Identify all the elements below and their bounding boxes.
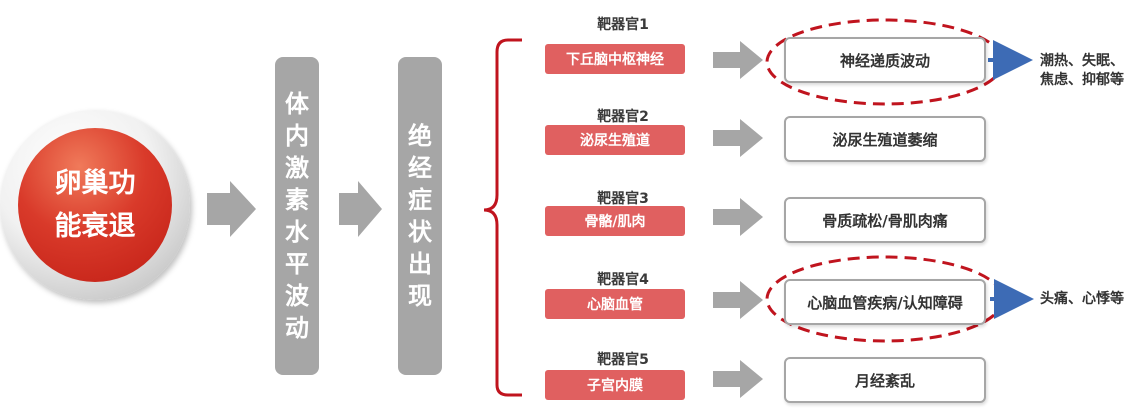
organ-title: 靶器官1 <box>597 17 649 33</box>
stage2-char: 症 <box>408 186 432 214</box>
stage2-char: 绝 <box>408 122 432 150</box>
arrow-gray-icon <box>713 281 763 319</box>
result-box: 神经递质波动 <box>784 37 986 83</box>
arrow-gray-icon <box>339 181 382 237</box>
organ-label: 骨骼/肌肉 <box>545 206 685 236</box>
source-label-line1: 卵巢功 <box>54 168 136 199</box>
organ-title: 靶器官3 <box>597 191 649 207</box>
stage1-char: 内 <box>285 122 309 150</box>
stage-hormone-fluctuation: 体 内 激 素 水 平 波 动 <box>275 57 319 375</box>
symptom-line: 焦虑、抑郁等 <box>1040 72 1124 88</box>
result-box: 月经紊乱 <box>784 357 986 403</box>
stage1-char: 水 <box>285 218 309 246</box>
organ-label: 泌尿生殖道 <box>545 125 685 155</box>
stage1-char: 平 <box>285 250 309 278</box>
source-circle-inner: 卵巢功 能衰退 <box>18 128 172 282</box>
stage2-char: 出 <box>408 250 432 278</box>
symptom-line: 头痛、心悸等 <box>1040 291 1124 307</box>
arrow-gray-icon <box>713 198 763 236</box>
arrow-gray-icon <box>207 181 256 237</box>
arrow-gray-icon <box>713 41 763 79</box>
arrow-gray-icon <box>713 360 763 398</box>
arrow-gray-icon <box>713 119 763 157</box>
organ-title: 靶器官2 <box>597 109 649 125</box>
symptom-text-organ1: 潮热、失眠、 焦虑、抑郁等 <box>1040 52 1124 90</box>
bracket-icon <box>483 38 522 397</box>
result-box: 心脑血管疾病/认知障碍 <box>784 279 986 325</box>
result-box: 骨质疏松/骨肌肉痛 <box>784 197 986 243</box>
source-label-line2: 能衰退 <box>54 211 136 242</box>
stage2-char: 状 <box>408 218 432 246</box>
stage1-char: 动 <box>285 314 309 342</box>
stage1-char: 激 <box>285 154 309 182</box>
stage2-char: 现 <box>408 282 432 310</box>
stage-menopause-symptoms: 绝 经 症 状 出 现 <box>398 57 442 375</box>
organ-label: 子宫内膜 <box>545 370 685 400</box>
stage1-char: 体 <box>285 90 309 118</box>
stage1-char: 波 <box>285 282 309 310</box>
stage1-char: 素 <box>285 186 309 214</box>
organ-label: 心脑血管 <box>545 289 685 319</box>
organ-title: 靶器官5 <box>597 352 649 368</box>
symptom-text-organ4: 头痛、心悸等 <box>1040 290 1124 309</box>
stage2-char: 经 <box>408 154 432 182</box>
organ-title: 靶器官4 <box>597 272 649 288</box>
organ-label: 下丘脑中枢神经 <box>545 44 685 74</box>
result-box: 泌尿生殖道萎缩 <box>784 116 986 162</box>
symptom-line: 潮热、失眠、 <box>1040 53 1124 69</box>
